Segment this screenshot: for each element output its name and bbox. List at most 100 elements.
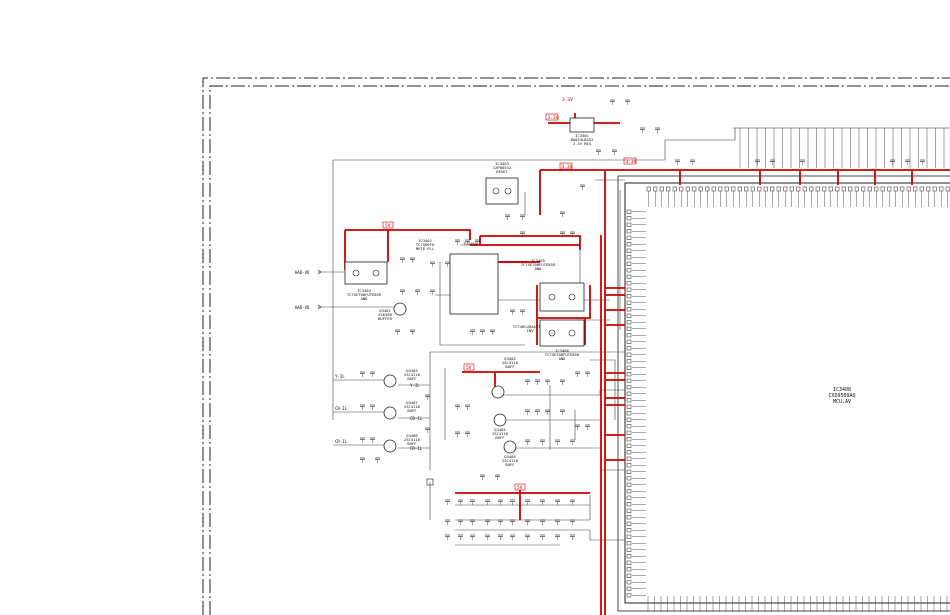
ic-pin	[626, 313, 632, 318]
ic-ref: IC3405	[531, 258, 545, 263]
ic-pin	[744, 186, 749, 192]
ic-pin	[626, 586, 632, 591]
ic-3401: IC3401 BA033LBSG2 3.3V REG	[569, 117, 595, 146]
ic-note: INV	[527, 328, 535, 333]
ic-pin	[626, 508, 632, 513]
ic-note: 3.3V REG	[573, 141, 592, 146]
ic-pin	[789, 186, 794, 192]
ic-pin	[626, 573, 632, 578]
ic-note: RESET	[496, 169, 508, 174]
ic-pin	[626, 268, 632, 273]
ic-pin	[718, 186, 723, 192]
transistor-part: 2SC4116	[404, 437, 421, 442]
signal-wiring	[318, 140, 666, 546]
ic-pin	[841, 186, 846, 192]
ic-part: BA033LBSG2	[571, 137, 594, 142]
transistor-note: BUFF	[407, 441, 417, 446]
signal-label: HAD-VD	[295, 305, 310, 310]
ic-pin	[659, 186, 664, 192]
ic-pin	[626, 515, 632, 520]
transistor-note: BUFF	[407, 376, 417, 381]
ic-pin	[626, 424, 632, 429]
transistor-q3405: Q3405 2SC4116 BUFF	[502, 440, 519, 467]
main-ic-left-pins	[626, 209, 646, 598]
transistor-q3403: Q3403 2SC4116 BUFF	[383, 368, 421, 388]
signal-label: Y-IL	[335, 374, 345, 379]
transistor-ref: Q3402	[504, 356, 515, 361]
ic-part: TC7S66FU	[416, 242, 435, 247]
ic-pin	[932, 186, 937, 192]
transistor-note: BUFF	[495, 435, 505, 440]
ic-pin	[835, 186, 840, 192]
transistor-part: 2SC4116	[502, 458, 519, 463]
ic-part: TC74HCU04AFTELF	[513, 324, 548, 329]
transistor-part: 2SK508	[378, 312, 392, 317]
signal-label: CB-IL	[335, 406, 348, 411]
ic-pin	[770, 186, 775, 192]
ic-pin	[626, 443, 632, 448]
ic-pin	[626, 261, 632, 266]
transistor-ref: Q3404	[494, 427, 506, 432]
ic-pin	[626, 326, 632, 331]
ic-pin	[731, 186, 736, 192]
ic-pin	[783, 186, 788, 192]
ic-part: TC7SET08FUTE85R	[347, 292, 382, 297]
ic-pin	[626, 541, 632, 546]
ic-pin	[737, 186, 742, 192]
ic-pin	[880, 186, 885, 192]
ic-pin	[724, 186, 729, 192]
ic-pin	[626, 235, 632, 240]
ic-pin	[626, 456, 632, 461]
ic-pin	[626, 521, 632, 526]
passive-components	[360, 99, 925, 540]
ic-note: AND	[535, 266, 543, 271]
ic-pin	[698, 186, 703, 192]
ic-pin	[626, 339, 632, 344]
ic-pin	[626, 560, 632, 565]
ic-pin	[626, 528, 632, 533]
main-ic-note: MCU,AV	[833, 399, 851, 405]
transistor-q3408: Q3408 2SC4116 BUFF	[383, 433, 421, 453]
transistor-q3401: Q3401 2SK508 BUFFER	[378, 302, 407, 321]
main-ic-body	[624, 182, 950, 604]
ic-pin	[887, 186, 892, 192]
ic-pin	[626, 482, 632, 487]
ic-pin	[626, 489, 632, 494]
ic-pin	[626, 580, 632, 585]
ic-3402: IC3402 TC7S66FU MUTE PLL	[416, 238, 435, 251]
transistor-note: BUFF	[505, 364, 515, 369]
ic-ref: IC3406	[555, 348, 569, 353]
ic-pin	[626, 346, 632, 351]
main-ic-part: CXD9509AQ	[828, 393, 855, 399]
ic-pin	[828, 186, 833, 192]
ic-pin	[796, 186, 801, 192]
ic-3403: IC3403 CXP88532 RESET	[485, 161, 519, 205]
power-label: 3.3V	[626, 159, 637, 165]
transistor-note: BUFF	[505, 462, 515, 467]
ic-pin	[626, 352, 632, 357]
transistor-ref: Q3407	[406, 400, 417, 405]
ic-pin	[913, 186, 918, 192]
ic-pin	[626, 391, 632, 396]
power-label: 3.3V	[562, 97, 573, 103]
ic-pin	[626, 359, 632, 364]
main-ic: IC3408 CXD9509AQ MCU,AV	[617, 175, 950, 612]
ic-ref: IC3400	[463, 241, 477, 246]
ic-pin	[626, 404, 632, 409]
transistor-ref: Q3403	[406, 368, 417, 373]
ic-3400: IC3400 TC74HCU04AFTELF INV	[449, 241, 548, 333]
ic-pin	[626, 229, 632, 234]
ic-pin	[626, 333, 632, 338]
main-ic-ref: IC3408	[833, 387, 851, 393]
ic-pin	[711, 186, 716, 192]
ic-pin	[626, 216, 632, 221]
power-label: 3.3V	[562, 164, 573, 170]
ic-pin	[626, 411, 632, 416]
power-label: 3.3V	[548, 115, 559, 121]
signal-label: HAD-VD	[295, 270, 310, 275]
ic-pin	[626, 242, 632, 247]
transistor-part: 2SC4116	[404, 404, 421, 409]
ic-pin	[626, 463, 632, 468]
ic-pin	[685, 186, 690, 192]
